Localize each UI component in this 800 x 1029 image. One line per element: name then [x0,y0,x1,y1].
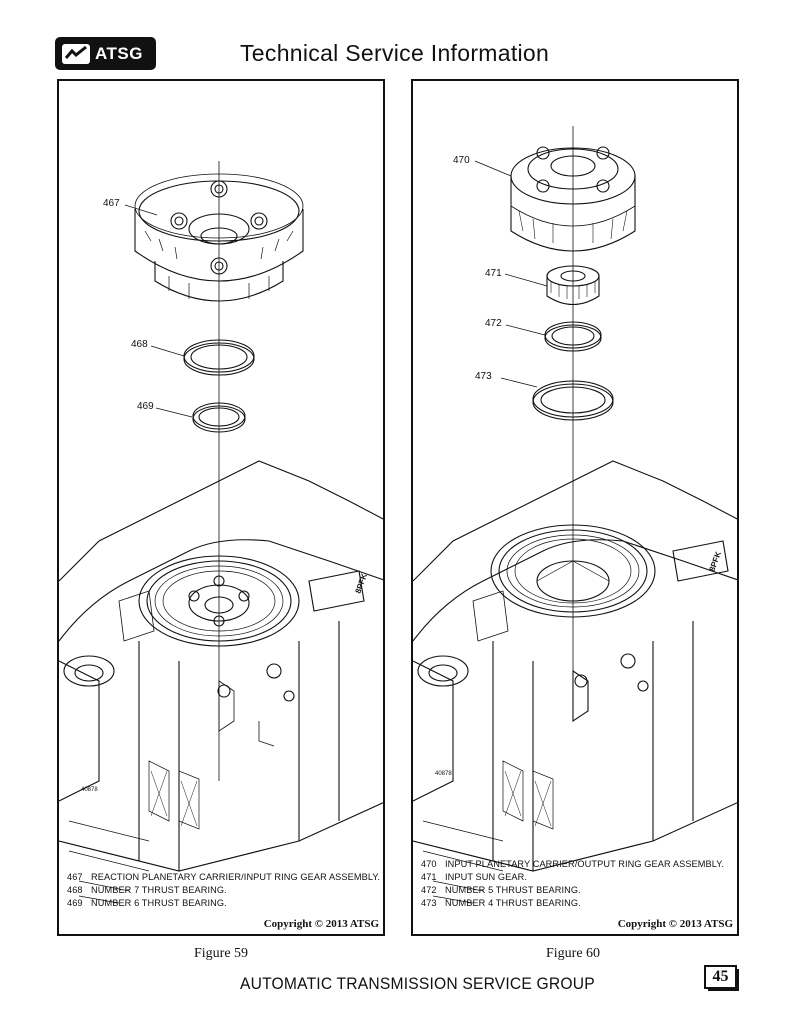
atsg-logo: ATSG [55,37,156,70]
copyright-notice: Copyright © 2013 ATSG [263,918,379,930]
page-title: Technical Service Information [240,40,550,66]
checkmark-logo-icon [62,43,90,64]
figure-60-illustration [413,126,737,904]
footer-text: AUTOMATIC TRANSMISSION SERVICE GROUP [240,974,595,993]
callout-468: 468 [131,339,148,350]
case-tag: 40878 [435,771,452,777]
callout-467: 467 [103,198,120,209]
case-tag: 40878 [81,787,98,793]
callout-469: 469 [137,401,154,412]
callout-473: 473 [475,371,492,382]
figure-60-caption: Figure 60 [546,946,601,961]
callout-470: 470 [453,155,470,166]
logo-text: ATSG [95,43,143,63]
callout-472: 472 [485,318,502,329]
figure-59-caption: Figure 59 [194,946,249,961]
page-number: 45 [704,965,739,991]
copyright-notice: Copyright © 2013 ATSG [617,918,733,930]
figure-59-illustration [59,161,383,904]
callout-471: 471 [485,268,502,279]
